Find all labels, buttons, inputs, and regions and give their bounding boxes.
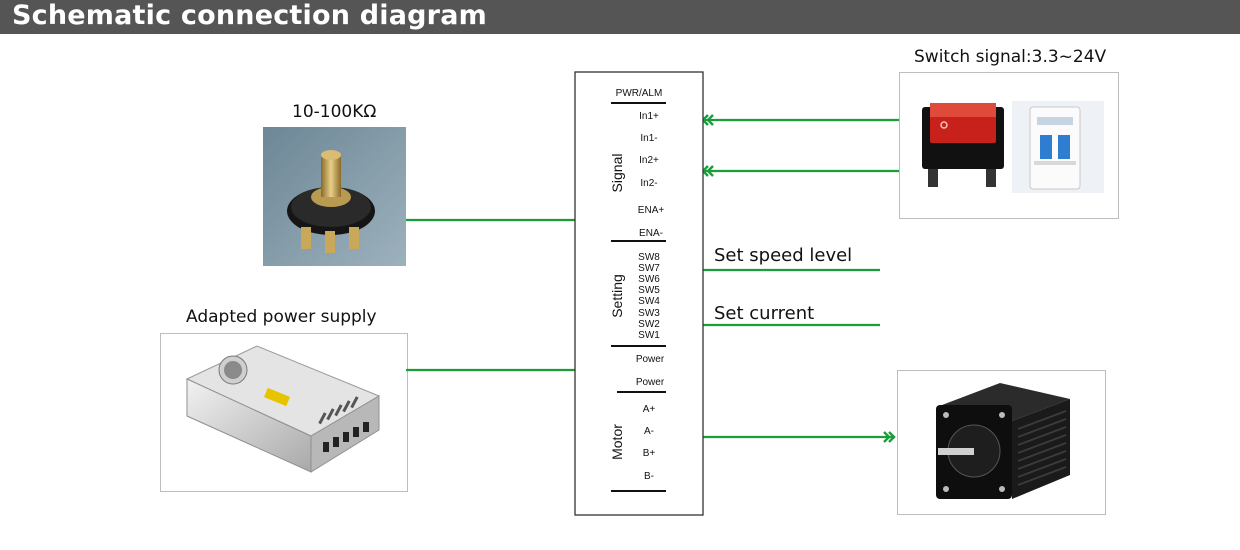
pin-in1-plus: In1+ <box>639 111 659 122</box>
power-supply-photo <box>185 345 381 473</box>
circuit-breaker-photo <box>1012 101 1104 193</box>
potentiometer-label: 10-100KΩ <box>292 102 377 122</box>
pin-sw3: SW3 <box>638 308 660 319</box>
power-supply-frame <box>160 333 408 492</box>
power-supply-label: Adapted power supply <box>186 307 377 327</box>
pin-sw2: SW2 <box>638 319 660 330</box>
switch-signal-label: Switch signal:3.3~24V <box>914 47 1107 67</box>
header-bar: Schematic connection diagram <box>0 0 1240 34</box>
driver-top-label: PWR/ALM <box>616 88 663 99</box>
group-motor: Motor <box>609 424 625 460</box>
pin-power-2: Power <box>636 377 665 388</box>
pin-a-plus: A+ <box>643 404 656 415</box>
pin-a-minus: A- <box>644 426 654 437</box>
potentiometer-photo <box>263 127 406 266</box>
driver-box: PWR/ALM Signal Setting Motor In1+ In1- I… <box>574 71 704 516</box>
set-speed-label: Set speed level <box>714 245 853 266</box>
pin-sw8: SW8 <box>638 252 660 263</box>
switch-signal-frame <box>899 72 1119 219</box>
stepper-motor-frame <box>897 370 1106 515</box>
pin-in1-minus: In1- <box>640 133 657 144</box>
pin-b-minus: B- <box>644 471 654 482</box>
stepper-motor-photo <box>936 383 1070 499</box>
pin-in2-plus: In2+ <box>639 155 659 166</box>
group-signal: Signal <box>609 154 625 193</box>
pin-in2-minus: In2- <box>640 178 657 189</box>
set-current-label: Set current <box>714 303 815 324</box>
pin-sw4: SW4 <box>638 296 660 307</box>
pin-sw6: SW6 <box>638 274 660 285</box>
page-title: Schematic connection diagram <box>12 0 487 31</box>
pin-ena-plus: ENA+ <box>638 205 665 216</box>
pin-sw5: SW5 <box>638 285 660 296</box>
group-setting: Setting <box>609 274 625 318</box>
rocker-switch-photo <box>922 101 1104 193</box>
pin-b-plus: B+ <box>643 448 656 459</box>
pin-ena-minus: ENA- <box>639 228 663 239</box>
pin-sw1: SW1 <box>638 330 660 341</box>
pin-sw7: SW7 <box>638 263 660 274</box>
pin-power-1: Power <box>636 354 665 365</box>
